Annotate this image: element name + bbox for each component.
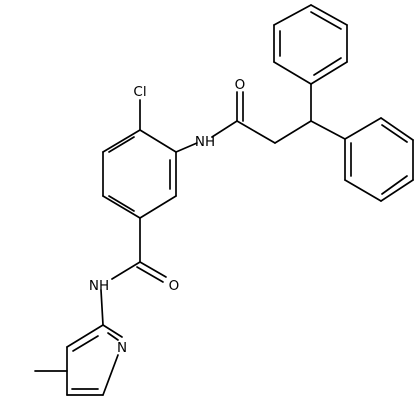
lower-amide-nh-label: NH xyxy=(89,278,109,294)
right-phenyl-ring xyxy=(344,117,414,202)
upper-amide-nh-label: NH xyxy=(195,134,215,150)
upper-phenyl-ring xyxy=(273,4,348,85)
lower-amide-chain xyxy=(111,217,167,283)
pyridine-nitrogen-label: N xyxy=(117,340,127,356)
upper-carbonyl-oxygen-label: O xyxy=(235,77,246,93)
lower-carbonyl-oxygen-label: O xyxy=(169,278,180,294)
pyridine-ring xyxy=(34,289,123,396)
upper-amide-chain xyxy=(175,83,346,153)
chlorine-label: Cl xyxy=(133,84,146,100)
central-benzene-ring xyxy=(102,129,177,219)
